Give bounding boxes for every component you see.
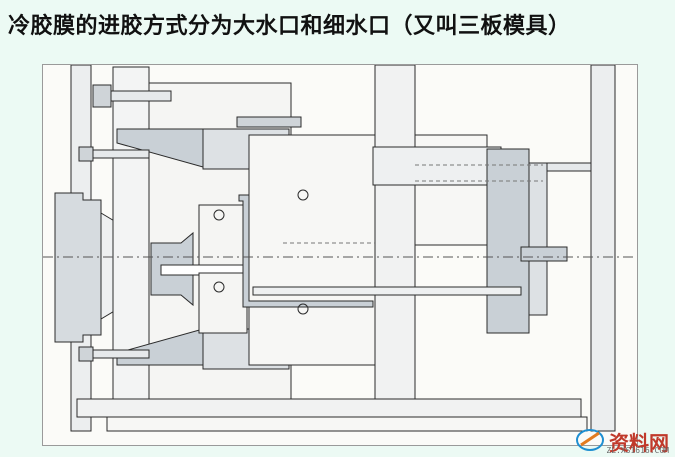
bolt-upper-left [78, 146, 94, 162]
bottom-rail [76, 398, 582, 418]
runner-plate [112, 66, 150, 428]
slide-title: 冷胶膜的进胶方式分为大水口和细水口（又叫三板模具） [8, 14, 571, 39]
three-plate-mold-svg [43, 65, 637, 432]
mold-drawing [42, 64, 638, 446]
watermark-url: ZL.XS1616.COM [606, 446, 669, 455]
moving-clamp-plate [590, 65, 616, 432]
return-pin [520, 246, 568, 262]
bolt-upper-left-shank [92, 149, 150, 159]
watermark: 资料网 ZL.XS1616.COM [575, 427, 669, 455]
runner-channel [238, 194, 374, 308]
core-insert-top [198, 204, 248, 266]
ejector-pin-upper [372, 146, 502, 186]
support-plate [374, 65, 416, 432]
bolt-lower-left-shank [92, 349, 150, 359]
ejector-plate [486, 148, 530, 334]
bolt-lower-left [78, 346, 94, 362]
ejector-retainer [528, 162, 548, 316]
b-plate [248, 134, 376, 366]
lower-ejector-rod [252, 286, 522, 296]
bottom-rail-2 [106, 416, 588, 432]
watermark-name: 资料网 [609, 431, 669, 455]
guide-hole-3 [297, 189, 309, 201]
top-bolt-shank [110, 90, 172, 102]
guide-hole-1 [213, 209, 225, 221]
locating-ring [54, 192, 102, 343]
xs-logo-icon [576, 429, 604, 451]
top-bolt-head [92, 84, 112, 108]
top-pin [236, 116, 302, 128]
right-bolt [546, 162, 592, 172]
guide-hole-2 [213, 281, 225, 293]
core-insert-bottom [198, 272, 248, 334]
guide-hole-4 [297, 303, 309, 315]
